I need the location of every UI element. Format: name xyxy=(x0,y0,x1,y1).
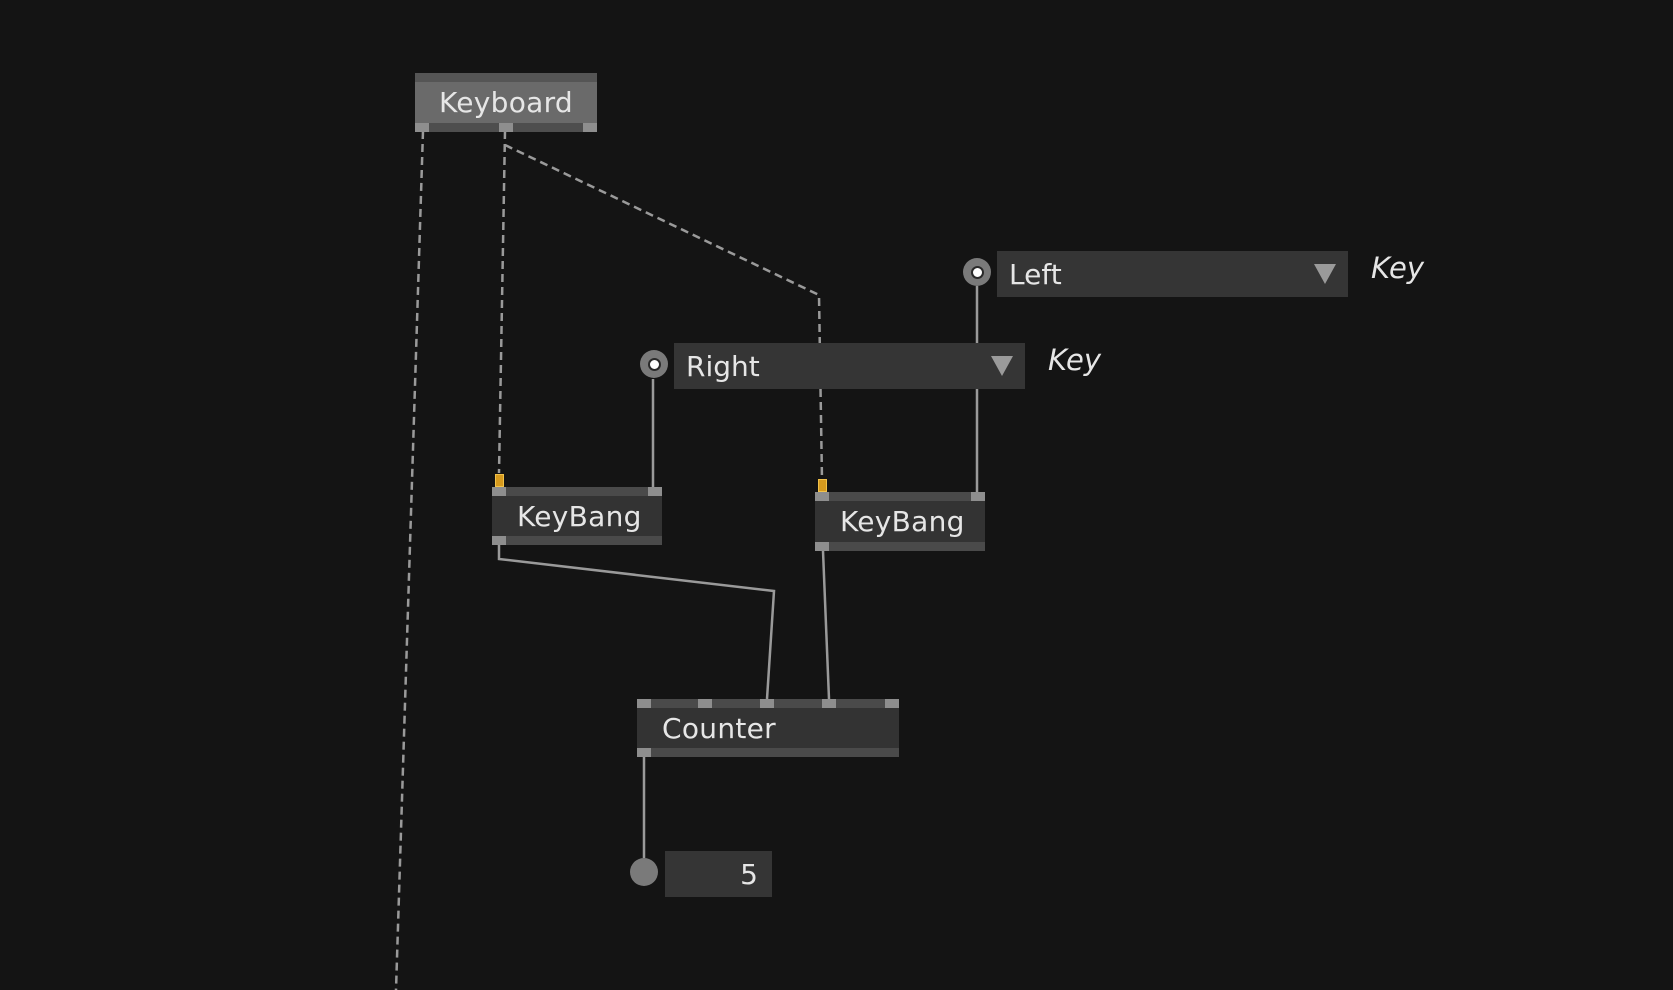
output-pin-1[interactable] xyxy=(492,536,506,545)
wire-keybang-right-to-counter[interactable] xyxy=(821,550,831,700)
counter-node[interactable]: Counter xyxy=(637,699,899,757)
pad-handle-left[interactable] xyxy=(963,258,991,286)
node-footer xyxy=(492,536,662,545)
node-label: Counter xyxy=(662,711,776,745)
pad-name-label: Key xyxy=(1371,251,1424,285)
wire-keyboard-to-keybang-right[interactable] xyxy=(504,143,824,481)
keyboard-node[interactable]: Keyboard xyxy=(415,73,597,132)
output-pin-3[interactable] xyxy=(583,123,597,132)
node-header xyxy=(415,73,597,82)
input-pin-5[interactable] xyxy=(885,699,899,708)
input-pin-2[interactable] xyxy=(971,492,985,501)
active-input-marker xyxy=(818,479,827,492)
input-pin-1[interactable] xyxy=(637,699,651,708)
output-pin-1[interactable] xyxy=(415,123,429,132)
node-label: KeyBang xyxy=(840,505,965,538)
node-footer xyxy=(637,748,899,757)
pad-handle-dot xyxy=(647,357,661,371)
keybang-node-left[interactable]: KeyBang xyxy=(492,487,662,545)
wire-keybang-left-to-counter[interactable] xyxy=(497,545,776,700)
input-pin-4[interactable] xyxy=(822,699,836,708)
input-pin-2[interactable] xyxy=(648,487,662,496)
input-pin-3[interactable] xyxy=(760,699,774,708)
wire-keyboard-to-keybang-left[interactable] xyxy=(497,130,507,474)
input-pin-2[interactable] xyxy=(698,699,712,708)
pad-handle-dot xyxy=(970,265,984,279)
chevron-down-icon[interactable] xyxy=(991,356,1013,376)
node-header xyxy=(815,492,985,501)
dropdown-value: Left xyxy=(1009,257,1062,291)
key-right-dropdown[interactable]: Right xyxy=(674,343,1025,389)
node-label: KeyBang xyxy=(517,499,642,533)
wire-keyboard-offscreen[interactable] xyxy=(394,130,425,990)
node-header xyxy=(492,487,662,496)
input-pin-1[interactable] xyxy=(492,487,506,496)
chevron-down-icon[interactable] xyxy=(1314,264,1336,284)
key-left-dropdown[interactable]: Left xyxy=(997,251,1348,297)
node-footer xyxy=(815,542,985,551)
counter-output-value[interactable]: 5 xyxy=(665,851,772,897)
dropdown-value: Right xyxy=(686,349,760,383)
pad-name-label: Key xyxy=(1048,343,1101,377)
keybang-node-right[interactable]: KeyBang xyxy=(815,492,985,551)
output-pin-1[interactable] xyxy=(637,748,651,757)
pad-handle-output[interactable] xyxy=(630,858,658,886)
active-input-marker xyxy=(495,474,504,487)
pad-handle-right[interactable] xyxy=(640,350,668,378)
output-pin-2[interactable] xyxy=(499,123,513,132)
input-pin-1[interactable] xyxy=(815,492,829,501)
output-pin-1[interactable] xyxy=(815,542,829,551)
node-label: Keyboard xyxy=(438,86,574,119)
